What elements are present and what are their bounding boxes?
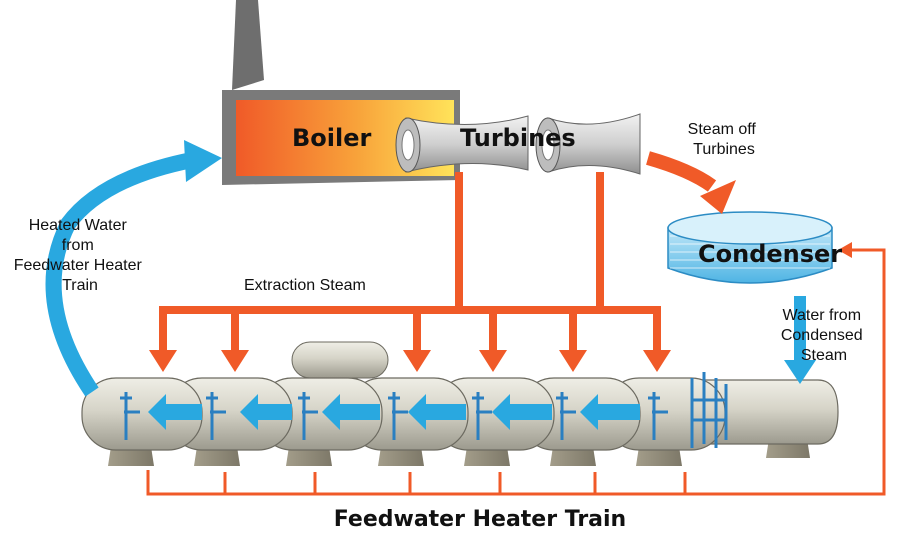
water-from-condensed-steam-label: Water from Condensed Steam: [781, 307, 867, 364]
storage-drum: [291, 341, 389, 379]
boiler-label: Boiler: [292, 124, 372, 152]
extraction-steam-piping: [159, 172, 661, 352]
condensed-water-arrow: [784, 296, 816, 384]
drain-return-line: [146, 248, 886, 496]
condenser-label: Condenser: [698, 240, 842, 268]
turbines-label: Turbines: [460, 124, 576, 152]
feedwater-heater-train-title: Feedwater Heater Train: [334, 507, 626, 532]
heated-water-arrow: [45, 140, 222, 397]
steam-off-turbines-arrow: [646, 151, 736, 214]
steam-off-turbines-label: Steam off Turbines: [688, 121, 761, 158]
heater-piping: [120, 372, 728, 448]
extraction-steam-arrowheads: [149, 350, 671, 372]
extraction-steam-label: Extraction Steam: [244, 277, 366, 294]
turbine-2: [535, 113, 641, 175]
condenser: [667, 211, 833, 284]
drain-return-arrowhead: [838, 242, 852, 258]
turbine-1: [395, 115, 529, 173]
heated-water-label: Heated Water from Feedwater Heater Train: [14, 217, 147, 294]
feedwater-flow-arrows: [148, 394, 640, 430]
